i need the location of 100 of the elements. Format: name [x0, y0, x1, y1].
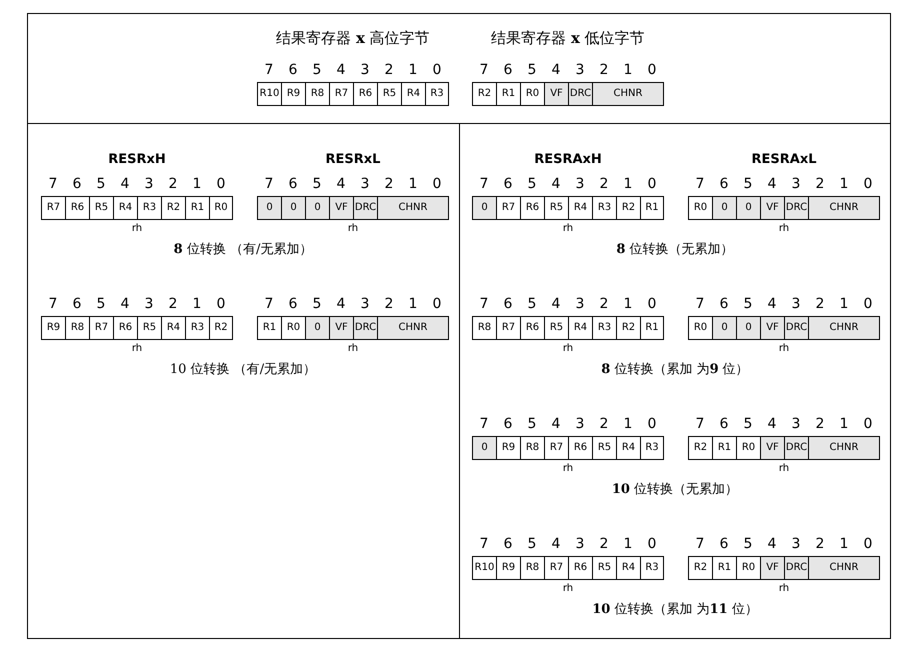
bit-number: 4 [552, 62, 560, 80]
access-type: rh [562, 462, 574, 476]
bit-number: 5 [528, 416, 536, 434]
bit-number: 5 [528, 62, 536, 80]
bit-number: 5 [744, 416, 752, 434]
bit-number: 7 [480, 176, 488, 194]
bit-number: 0 [432, 62, 442, 80]
bit-number: 2 [600, 62, 608, 80]
bit-number: 3 [576, 62, 584, 80]
caption: 10 位转换（累加 为11 位） [592, 601, 758, 619]
bit-number: 1 [624, 296, 632, 314]
bit-number: 3 [360, 62, 370, 80]
bit-number: 2 [600, 536, 608, 554]
bit-number: 1 [624, 536, 632, 554]
bit-number: 6 [288, 296, 298, 314]
bit-number: 4 [768, 416, 776, 434]
bit-number: 1 [408, 62, 418, 80]
bit-number: 2 [384, 62, 394, 80]
bit-number: 3 [792, 296, 800, 314]
bit-number: 7 [480, 296, 488, 314]
access-type: rh [778, 462, 790, 476]
bit-number: 1 [840, 416, 848, 434]
bit-number: 7 [264, 176, 274, 194]
bit-number: 5 [528, 536, 536, 554]
register-title: RESRAxL [752, 153, 816, 166]
bit-number: 4 [552, 296, 560, 314]
bit-number: 5 [528, 176, 536, 194]
bit-number: 4 [552, 536, 560, 554]
register-title: RESRxH [108, 153, 166, 166]
bit-number: 3 [576, 176, 584, 194]
bit-number: 7 [696, 296, 704, 314]
bit-number: 6 [504, 62, 512, 80]
bit-number: 6 [720, 296, 728, 314]
bit-number: 4 [336, 296, 346, 314]
bit-number: 7 [480, 536, 488, 554]
bit-number: 4 [120, 296, 130, 314]
bit-number: 5 [744, 176, 752, 194]
bit-number: 3 [792, 536, 800, 554]
panel-frame [459, 123, 891, 639]
bit-number: 2 [600, 416, 608, 434]
bit-number: 5 [744, 296, 752, 314]
access-type: rh [778, 582, 790, 596]
bit-number: 2 [384, 176, 394, 194]
bit-number: 5 [312, 62, 322, 80]
bit-number: 7 [696, 176, 704, 194]
bit-number: 3 [792, 176, 800, 194]
access-type: rh [132, 222, 142, 236]
bit-number: 1 [192, 176, 202, 194]
bit-number: 1 [840, 296, 848, 314]
bit-number: 0 [432, 176, 442, 194]
bit-number: 4 [336, 176, 346, 194]
bit-number: 7 [696, 416, 704, 434]
bit-number: 7 [480, 62, 488, 80]
access-type: rh [562, 582, 574, 596]
bit-number: 0 [648, 296, 656, 314]
caption: 8 位转换（无累加） [616, 241, 734, 259]
bit-number: 3 [576, 416, 584, 434]
bit-number: 4 [768, 176, 776, 194]
bit-number: 0 [864, 416, 872, 434]
bit-number: 0 [432, 296, 442, 314]
bit-number: 2 [816, 536, 824, 554]
bit-number: 4 [768, 536, 776, 554]
bit-number: 1 [624, 416, 632, 434]
bit-number: 5 [744, 536, 752, 554]
bit-number: 6 [720, 416, 728, 434]
bit-number: 4 [336, 62, 346, 80]
register-title: RESRAxH [534, 153, 602, 166]
bit-number: 0 [216, 296, 226, 314]
caption: 8 位转换 （有/无累加） [174, 241, 312, 259]
register-title: RESRxL [326, 153, 380, 166]
bit-number: 3 [576, 536, 584, 554]
bit-number: 0 [216, 176, 226, 194]
bit-number: 3 [360, 176, 370, 194]
bit-number: 0 [864, 536, 872, 554]
bit-number: 0 [648, 176, 656, 194]
register-title: 结果寄存器 x 低位字节 [491, 31, 645, 46]
bit-number: 6 [72, 176, 82, 194]
bit-number: 7 [480, 416, 488, 434]
bit-number: 2 [816, 296, 824, 314]
bit-number: 1 [408, 296, 418, 314]
bit-number: 2 [168, 176, 178, 194]
bit-number: 7 [696, 536, 704, 554]
bit-number: 6 [720, 176, 728, 194]
bit-number: 5 [96, 296, 106, 314]
bit-number: 1 [408, 176, 418, 194]
bit-number: 2 [384, 296, 394, 314]
bit-number: 6 [72, 296, 82, 314]
bit-number: 6 [504, 416, 512, 434]
bit-number: 4 [768, 296, 776, 314]
bit-number: 3 [360, 296, 370, 314]
bit-number: 1 [840, 536, 848, 554]
bit-number: 2 [600, 296, 608, 314]
bit-number: 4 [120, 176, 130, 194]
caption: 10 位转换 （有/无累加） [170, 361, 316, 379]
register-title: 结果寄存器 x 高位字节 [276, 31, 430, 46]
bit-number: 6 [288, 62, 298, 80]
bit-number: 3 [576, 296, 584, 314]
access-type: rh [778, 222, 790, 236]
bit-number: 5 [312, 176, 322, 194]
bit-number: 7 [264, 296, 274, 314]
